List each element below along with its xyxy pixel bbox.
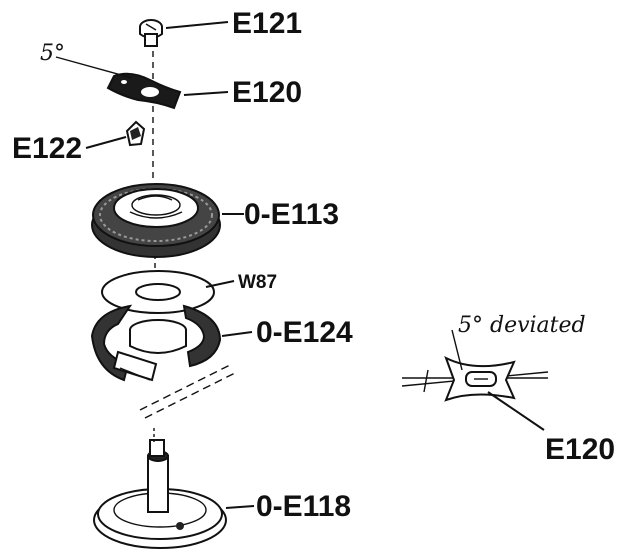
label-e120: E120 [232, 76, 302, 109]
housing-oe124 [90, 304, 222, 382]
leader-e122 [85, 136, 127, 149]
leader-e121 [165, 21, 229, 29]
washer-w87 [101, 270, 215, 314]
label-e121: E121 [232, 7, 302, 40]
label-oe113: 0-E113 [244, 198, 339, 231]
block-e122 [125, 120, 146, 147]
leader-detail-e120 [487, 391, 545, 431]
base-shaft-oe118 [93, 428, 227, 549]
angle-label-top: 5° [40, 41, 65, 66]
leader-oe124 [221, 331, 253, 337]
detail-note: 5° deviated [458, 313, 586, 338]
leader-oe118 [225, 505, 255, 509]
knurled-wheel-oe113 [91, 183, 221, 258]
detail-lever-e120 [401, 355, 549, 402]
label-oe118: 0-E118 [256, 490, 351, 523]
lever-plate-e120 [106, 72, 182, 110]
label-oe124: 0-E124 [256, 316, 353, 349]
label-w87: W87 [238, 272, 277, 293]
label-e122: E122 [12, 132, 82, 165]
screw-e121 [139, 19, 163, 47]
leader-e120 [183, 91, 229, 96]
angle-indicator-line [55, 56, 133, 79]
deviated-angle-line [451, 329, 463, 371]
label-detail-e120: E120 [545, 433, 615, 466]
leader-w87 [205, 280, 235, 288]
